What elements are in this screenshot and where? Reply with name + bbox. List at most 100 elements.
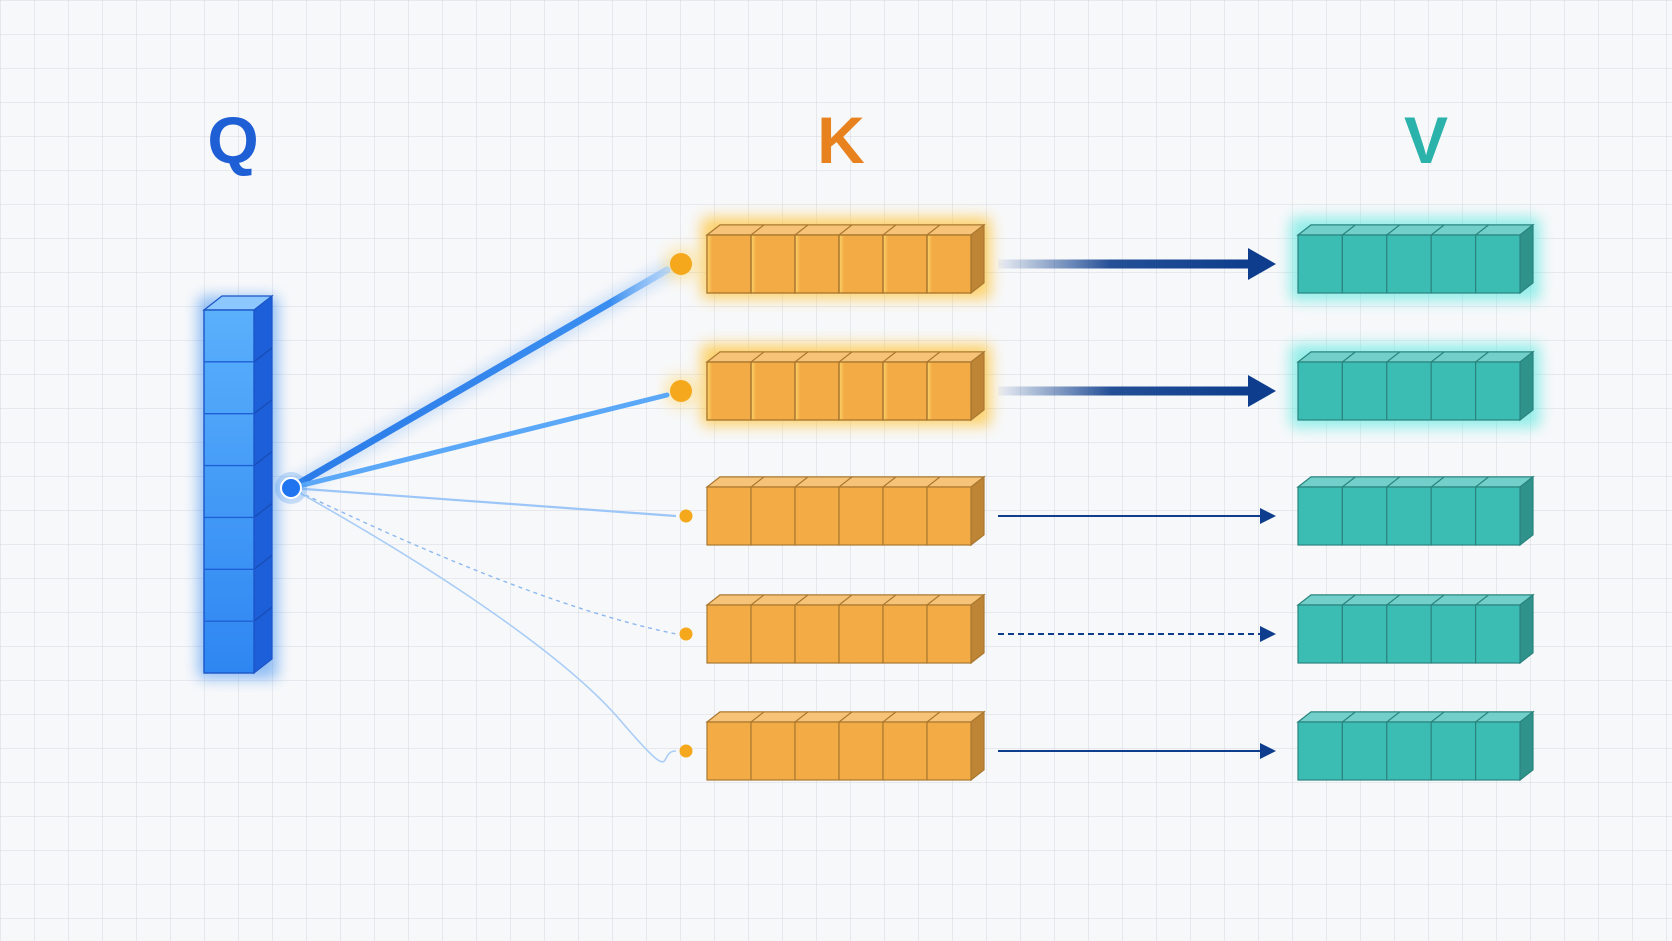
key-vector-row-5-top-divider [794, 711, 809, 723]
value-vector-row-1-cell [1386, 234, 1432, 294]
key-vector-row-3-cell [838, 486, 884, 546]
query-vector-side-divider [253, 347, 273, 363]
key-vector-row-2-cell [794, 361, 840, 421]
key-vector-row-3-cell [794, 486, 840, 546]
value-vector-row-1-top-divider [1386, 224, 1401, 236]
value-header: V [1403, 103, 1449, 177]
value-vector-row-2-top-divider [1386, 351, 1401, 363]
value-vector-row-2 [1296, 350, 1535, 422]
value-vector-row-2-cell [1386, 361, 1432, 421]
key-dot-row-1 [670, 253, 692, 275]
value-vector-row-2-top-divider [1475, 351, 1489, 363]
value-vector-row-3-cell [1430, 486, 1477, 546]
value-vector-row-4-cell [1386, 604, 1432, 664]
value-vector-row-5-cell [1474, 721, 1521, 781]
value-vector-row-5-cell [1341, 721, 1388, 781]
key-vector-row-4-top-divider [794, 594, 809, 606]
value-vector-row-1 [1296, 223, 1535, 295]
value-vector-row-5-top-face [1296, 711, 1535, 723]
value-vector-row-4-cell [1430, 604, 1477, 664]
key-vector-row-1-cell [750, 234, 796, 294]
key-vector-row-1-cell [838, 234, 884, 294]
connector-row-2 [288, 392, 670, 491]
key-vector-row-3-cell [926, 486, 972, 546]
key-vector-row-2-cell [750, 361, 796, 421]
value-vector-row-5-cell [1430, 721, 1477, 781]
key-vector-row-5-top-divider [750, 711, 765, 723]
key-vector-row-1-top-divider [882, 224, 897, 236]
value-vector-row-4-top-divider [1342, 594, 1356, 606]
key-vector-row-4-top-divider [926, 594, 941, 606]
query-vector-side-divider [253, 554, 273, 570]
value-vector-row-1-top-divider [1475, 224, 1489, 236]
arrow-row-4 [998, 626, 1276, 642]
value-vector-row-2-cell [1341, 361, 1388, 421]
arrow-row-1 [998, 248, 1276, 280]
value-vector-row-3 [1296, 475, 1535, 547]
key-vector-row-2-cell-outline [926, 361, 972, 421]
key-vector-row-1-top-divider [926, 224, 941, 236]
key-vector-row-1-top-divider [750, 224, 765, 236]
value-vector-row-1-top-divider [1342, 224, 1356, 236]
value-vector-row-5-top-divider [1386, 711, 1401, 723]
key-vector-row-3-side-face [970, 475, 985, 547]
value-vector-row-4-cell [1474, 604, 1521, 664]
key-vector-row-4-cell [706, 604, 752, 664]
key-vector-row-4-cell [838, 604, 884, 664]
key-vector-row-2-top-divider [838, 351, 853, 363]
key-vector-row-4-top-divider [838, 594, 853, 606]
value-vector-row-3-top-face [1296, 476, 1535, 488]
query-vector-side-divider [253, 451, 273, 467]
value-vector-row-1-side-face [1519, 223, 1534, 295]
key-vector-row-2-top-divider [882, 351, 897, 363]
value-vector-row-4-top-divider [1475, 594, 1489, 606]
key-vector-row-1-cell [706, 234, 752, 294]
key-vector-row-5-top-divider [882, 711, 897, 723]
key-dot-row-2 [670, 380, 692, 402]
key-vector-row-3-cell [706, 486, 752, 546]
key-vector-row-4 [705, 593, 986, 665]
key-vector-row-4-cell [750, 604, 796, 664]
value-vector-row-4 [1296, 593, 1535, 665]
key-vector-row-1-cell [794, 234, 840, 294]
value-vector-row-2-top-face [1296, 351, 1535, 363]
connector-row-1 [287, 266, 671, 492]
key-vector-row-3-top-divider [750, 476, 765, 488]
value-vector-row-4-top-divider [1386, 594, 1401, 606]
key-vector-row-3-cell [882, 486, 928, 546]
key-dot-row-4 [679, 627, 693, 641]
arrow-head [1260, 508, 1276, 524]
arrow-head [1248, 375, 1276, 407]
key-vector-row-5-cell [882, 721, 928, 781]
key-vector-row-2-cell [838, 361, 884, 421]
key-vector-row-2-top-divider [926, 351, 941, 363]
key-vector-row-4-cell [882, 604, 928, 664]
arrow-shaft [998, 259, 1250, 269]
key-vector-row-4-top-divider [882, 594, 897, 606]
arrow-head [1260, 626, 1276, 642]
value-vector-row-2-cell [1297, 361, 1344, 421]
value-vector-row-3-top-divider [1386, 476, 1401, 488]
key-vector-row-5-cell [706, 721, 752, 781]
key-vector-row-5-side-face [970, 710, 985, 782]
key-vector-row-4-top-divider [750, 594, 765, 606]
connector-row-4 [290, 487, 677, 635]
key-header: K [817, 103, 865, 177]
value-vector-row-5-side-face [1519, 710, 1534, 782]
value-vector-row-4-side-face [1519, 593, 1534, 665]
value-vector-row-3-cell [1474, 486, 1521, 546]
value-vector-row-5-top-divider [1342, 711, 1356, 723]
key-vector-row-3-top-divider [794, 476, 809, 488]
arrow-row-3 [998, 508, 1276, 524]
key-vector-row-3-top-divider [838, 476, 853, 488]
value-vector-row-3-side-face [1519, 475, 1534, 547]
query-vector-side-face [253, 294, 273, 675]
key-vector-row-1-side-face [970, 223, 985, 295]
key-vector-row-2-top-divider [750, 351, 765, 363]
value-vector-row-5-top-divider [1430, 711, 1445, 723]
value-vector-row-3-top-divider [1342, 476, 1356, 488]
value-vector-row-1-cell [1341, 234, 1388, 294]
key-vector-row-5-top-divider [926, 711, 941, 723]
value-vector-row-2-cell [1474, 361, 1521, 421]
